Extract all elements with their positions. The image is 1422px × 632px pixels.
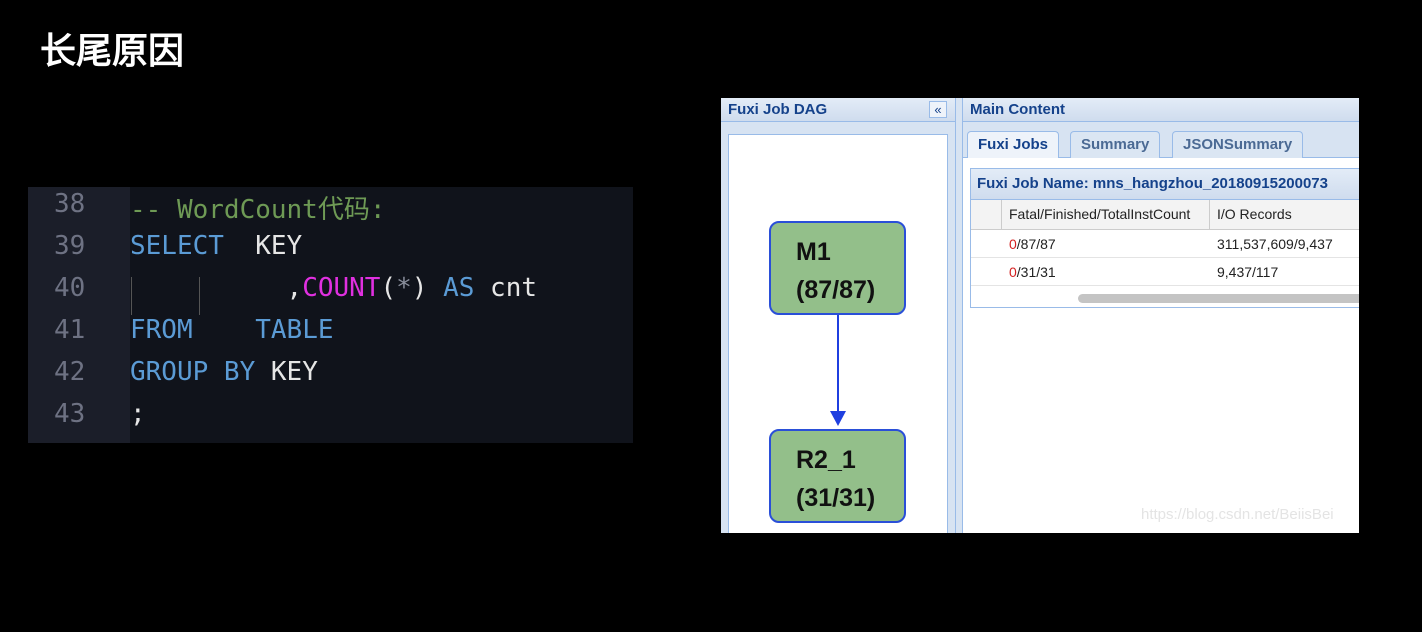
line-number: 38 bbox=[54, 189, 86, 219]
code-token: TABLE bbox=[192, 315, 334, 345]
code-token: cnt bbox=[474, 273, 538, 303]
node-progress: (87/87) bbox=[796, 276, 876, 304]
tab-bar: Fuxi Jobs Summary JSONSummary bbox=[963, 122, 1359, 158]
tab-fuxi-jobs[interactable]: Fuxi Jobs bbox=[967, 131, 1060, 158]
node-progress: (31/31) bbox=[796, 484, 876, 512]
line-number-gutter bbox=[28, 187, 130, 443]
dag-edge bbox=[830, 315, 846, 426]
collapse-panel-button[interactable]: « bbox=[929, 101, 947, 118]
dag-canvas: M1 (87/87) R2_1 (31/31) bbox=[728, 134, 948, 533]
code-token: GROUP BY bbox=[130, 357, 256, 387]
tab-json-summary[interactable]: JSONSummary bbox=[1172, 131, 1304, 158]
code-editor: 38 -- WordCount代码: 39 SELECT KEY 40 ,COUNT(*… bbox=[28, 187, 633, 443]
grid-title: Fuxi Job Name: mns_hangzhou_201809152000… bbox=[971, 169, 1359, 200]
inst-count: /87/87 bbox=[1016, 236, 1056, 252]
arrow-head-icon bbox=[830, 411, 846, 426]
code-token: FROM bbox=[130, 315, 193, 345]
code-line: GROUP BY KEY bbox=[130, 357, 318, 387]
dag-panel-title: Fuxi Job DAG bbox=[721, 98, 955, 122]
code-line: -- WordCount代码: bbox=[130, 189, 386, 226]
slide-title: 长尾原因 bbox=[40, 31, 185, 72]
code-token: ; bbox=[130, 399, 146, 429]
code-token: -- WordCount代码: bbox=[130, 195, 386, 225]
dag-node-r2-1[interactable]: R2_1 (31/31) bbox=[769, 429, 906, 523]
indent-guide bbox=[199, 277, 200, 315]
column-header-inst-count[interactable]: Fatal/Finished/TotalInstCount bbox=[1009, 206, 1191, 222]
horizontal-scrollbar[interactable] bbox=[1078, 294, 1359, 303]
code-token: , bbox=[130, 273, 303, 303]
indent-guide bbox=[131, 277, 132, 315]
line-number: 39 bbox=[54, 231, 86, 261]
code-token: * bbox=[396, 273, 412, 303]
grid-header: Fatal/Finished/TotalInstCount I/O Record… bbox=[971, 200, 1359, 230]
line-number: 43 bbox=[54, 399, 86, 429]
column-header-io-records[interactable]: I/O Records bbox=[1217, 206, 1292, 222]
code-token: ) bbox=[411, 273, 444, 303]
code-token: KEY bbox=[255, 357, 318, 387]
code-token: COUNT bbox=[302, 273, 381, 303]
inst-count: /31/31 bbox=[1016, 264, 1056, 280]
dag-panel: Fuxi Job DAG « M1 (87/87) R2_1 (31/31) bbox=[721, 98, 955, 533]
io-records: 9,437/117 bbox=[1217, 264, 1279, 280]
fatal-count: 0 bbox=[1009, 264, 1017, 280]
watermark: https://blog.csdn.net/BeiisBei bbox=[1141, 506, 1334, 523]
code-line: FROM TABLE bbox=[130, 315, 334, 345]
code-token: AS bbox=[443, 273, 475, 303]
line-number: 41 bbox=[54, 315, 86, 345]
jobs-grid: Fuxi Job Name: mns_hangzhou_201809152000… bbox=[970, 168, 1359, 308]
line-number: 42 bbox=[54, 357, 86, 387]
fatal-count: 0 bbox=[1009, 236, 1017, 252]
line-number: 40 bbox=[54, 273, 86, 303]
code-line: SELECT KEY bbox=[130, 231, 302, 261]
panel-splitter[interactable] bbox=[955, 98, 963, 533]
dag-node-m1[interactable]: M1 (87/87) bbox=[769, 221, 906, 315]
io-records: 311,537,609/9,437 bbox=[1217, 236, 1333, 252]
code-token: SELECT bbox=[130, 231, 224, 261]
tab-summary[interactable]: Summary bbox=[1070, 131, 1161, 158]
main-panel-title: Main Content bbox=[963, 98, 1359, 122]
main-content-panel: Main Content Fuxi Jobs Summary JSONSumma… bbox=[963, 98, 1359, 533]
code-line: ; bbox=[130, 399, 146, 429]
table-row[interactable]: 0/31/31 9,437/117 bbox=[971, 258, 1359, 286]
code-token: KEY bbox=[223, 231, 303, 261]
fuxi-job-window: Fuxi Job DAG « M1 (87/87) R2_1 (31/31) M… bbox=[721, 98, 1359, 533]
code-line: ,COUNT(*) AS cnt bbox=[130, 273, 538, 303]
node-name: M1 bbox=[796, 238, 831, 266]
code-token: ( bbox=[380, 273, 397, 303]
table-row[interactable]: 0/87/87 311,537,609/9,437 bbox=[971, 230, 1359, 258]
node-name: R2_1 bbox=[796, 446, 856, 474]
